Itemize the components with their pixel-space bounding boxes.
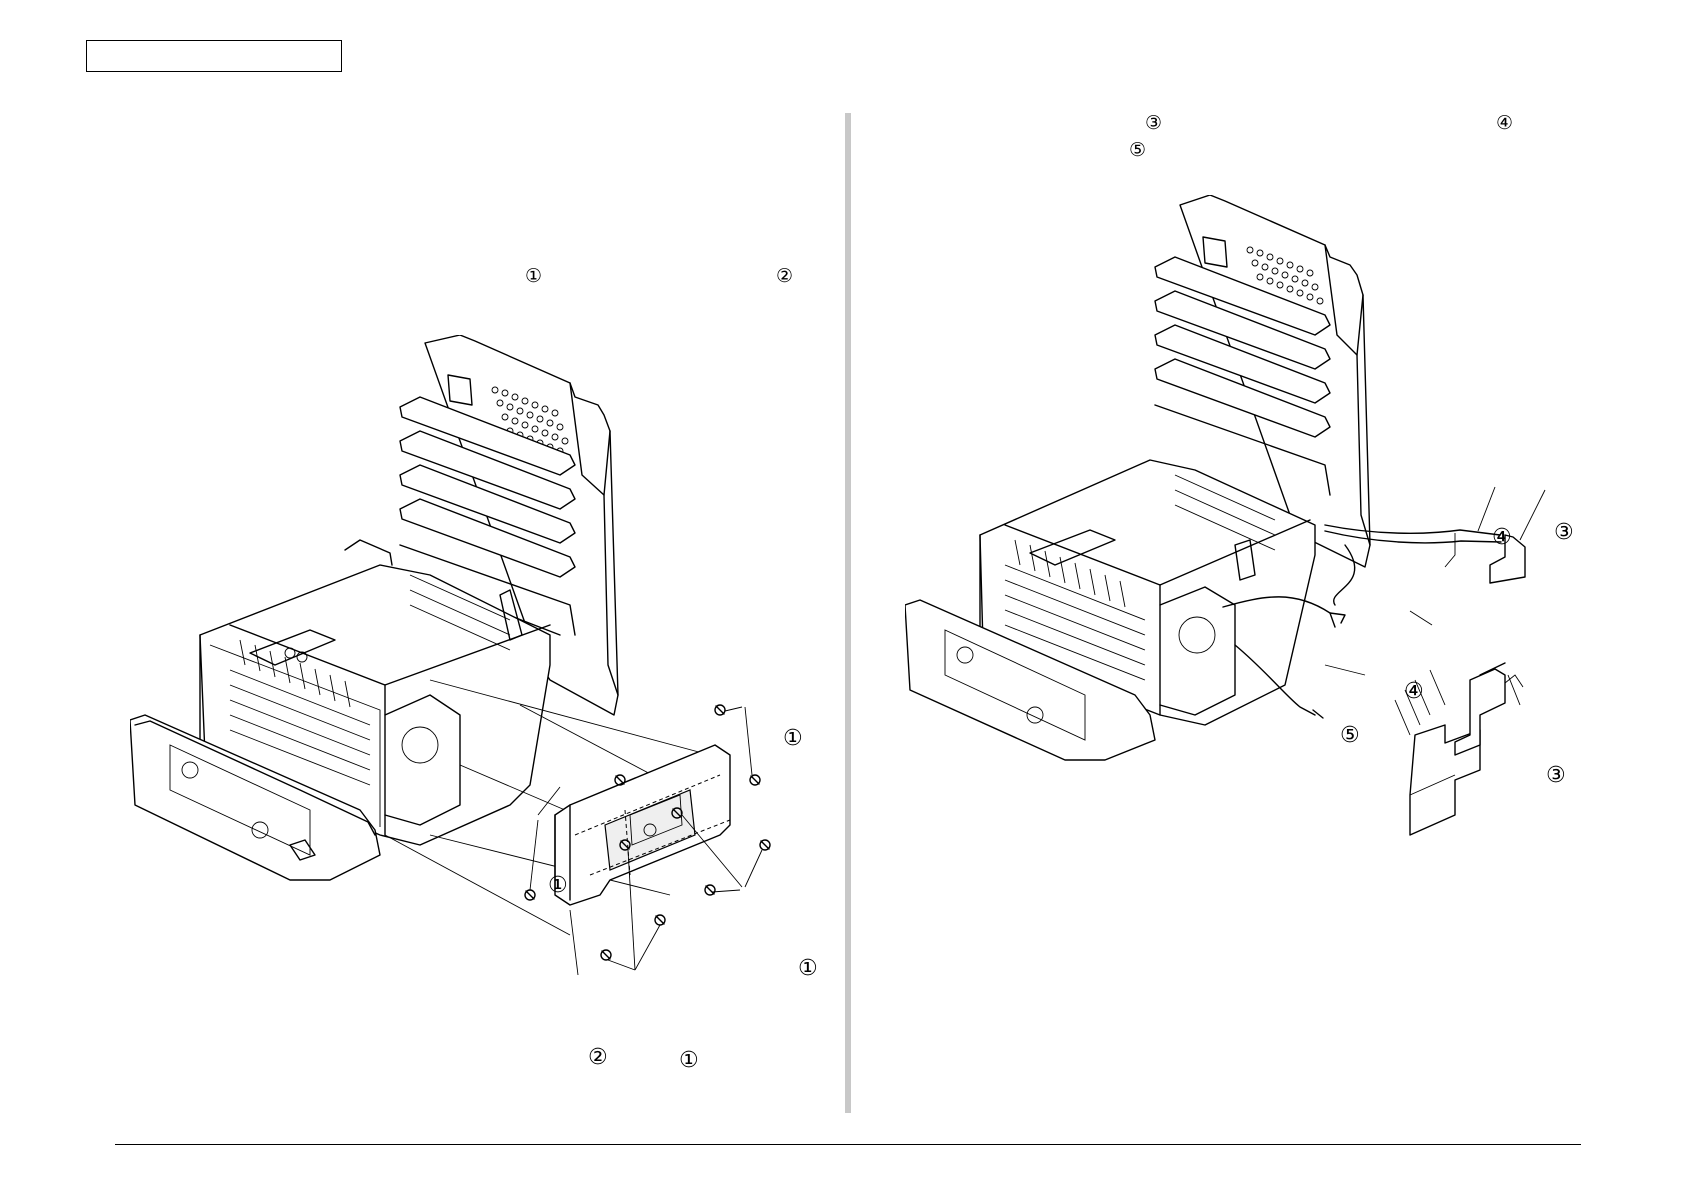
callout-1-bottom: ① — [679, 1050, 699, 1072]
callout-1-top-right: ① — [783, 728, 803, 750]
column-divider — [845, 113, 851, 1113]
text-ref-3: ③ — [1145, 114, 1162, 133]
header-label-box — [86, 40, 342, 72]
footer-rule — [115, 1144, 1581, 1145]
callout-1-left: ① — [548, 875, 568, 897]
callout-2-plate: ② — [588, 1047, 608, 1069]
callout-4-top: ④ — [1492, 527, 1512, 549]
callout-1-right: ① — [798, 958, 818, 980]
text-ref-2: ② — [776, 267, 793, 286]
board-plate — [555, 745, 730, 905]
callout-5: ⑤ — [1340, 725, 1360, 747]
right-printer-illustration — [905, 195, 1625, 885]
callout-3-top: ③ — [1554, 522, 1574, 544]
text-ref-4: ④ — [1496, 114, 1513, 133]
text-ref-5: ⑤ — [1129, 141, 1146, 160]
text-ref-1: ① — [525, 267, 542, 286]
callout-3-bracket: ③ — [1546, 765, 1566, 787]
left-printer-illustration — [130, 335, 840, 1095]
callout-4-bottom: ④ — [1404, 681, 1424, 703]
